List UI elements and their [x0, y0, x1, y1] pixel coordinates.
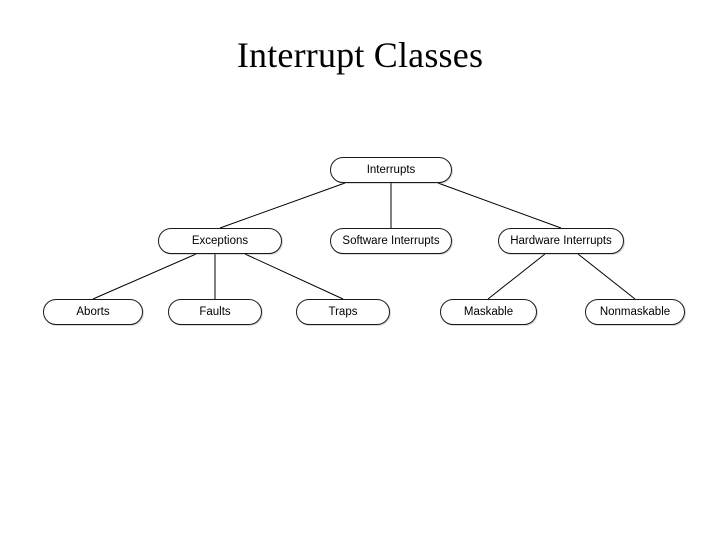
tree-node-label: Exceptions — [191, 234, 249, 247]
tree-node-label: Aborts — [76, 305, 110, 318]
tree-edge-exceptions-to-traps — [244, 253, 344, 300]
tree-edge-exceptions-to-aborts — [92, 253, 197, 300]
tree-node-label: Faults — [199, 305, 231, 318]
tree-node-label: Traps — [328, 305, 358, 318]
tree-node-label: Software Interrupts — [342, 234, 440, 247]
tree-node-label: Nonmaskable — [599, 305, 671, 318]
page-title: Interrupt Classes — [236, 35, 484, 75]
tree-node-faults[interactable]: Faults — [168, 299, 262, 325]
tree-node-interrupts[interactable]: Interrupts — [330, 157, 452, 183]
tree-node-hardware-interrupts[interactable]: Hardware Interrupts — [498, 228, 624, 254]
tree-node-exceptions[interactable]: Exceptions — [158, 228, 282, 254]
tree-node-traps[interactable]: Traps — [296, 299, 390, 325]
tree-node-label: Interrupts — [366, 163, 416, 176]
tree-edge-hardware-interrupts-to-nonmaskable — [577, 253, 636, 300]
tree-node-aborts[interactable]: Aborts — [43, 299, 143, 325]
tree-node-software-interrupts[interactable]: Software Interrupts — [330, 228, 452, 254]
tree-edge-interrupts-to-exceptions — [219, 182, 346, 229]
tree-node-label: Hardware Interrupts — [510, 234, 612, 247]
tree-edge-interrupts-to-hardware-interrupts — [437, 182, 562, 229]
tree-node-label: Maskable — [463, 305, 514, 318]
tree-node-nonmaskable[interactable]: Nonmaskable — [585, 299, 685, 325]
tree-edge-hardware-interrupts-to-maskable — [487, 253, 546, 300]
tree-node-maskable[interactable]: Maskable — [440, 299, 537, 325]
